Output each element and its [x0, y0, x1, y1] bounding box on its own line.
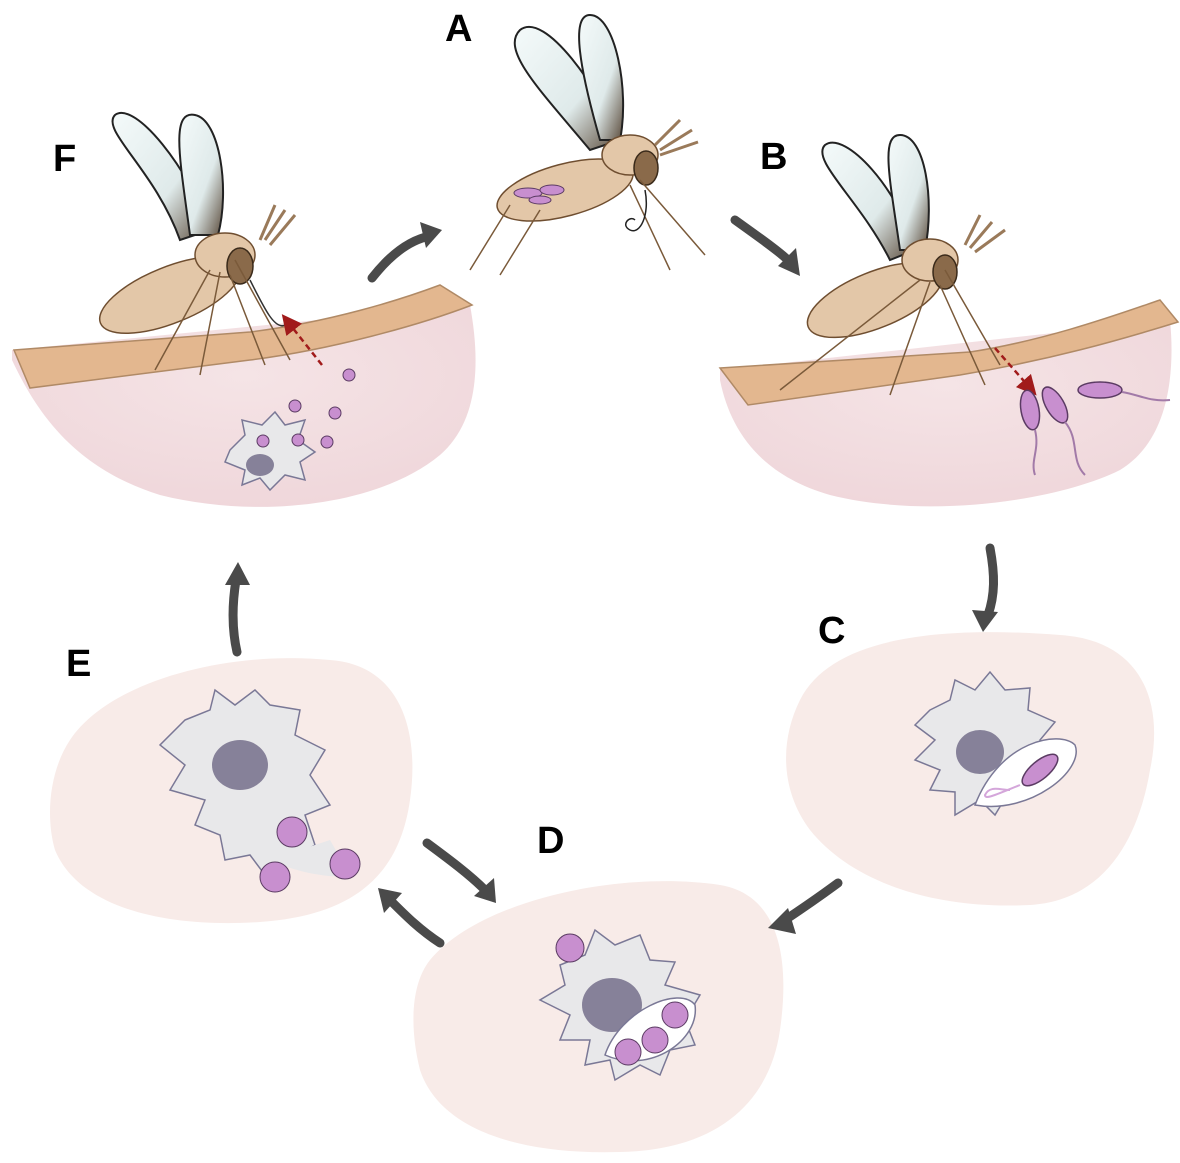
panel-label-f: F — [53, 140, 76, 178]
panel-label-d: D — [537, 822, 564, 860]
panel-label-a: A — [445, 10, 472, 48]
amastigote-icon — [642, 1027, 668, 1053]
cycle-arrow-e-to-d — [427, 843, 485, 890]
amastigote-icon — [615, 1039, 641, 1065]
sand-fly-icon — [470, 15, 705, 275]
cycle-arrow-f-to-a — [372, 236, 430, 278]
panel-label-e: E — [66, 645, 91, 683]
promastigote-icon — [540, 185, 564, 195]
cycle-arrow-b-to-c — [988, 548, 994, 615]
promastigote-icon — [529, 196, 551, 204]
cycle-arrow-d-to-e — [392, 902, 440, 943]
panel-label-b: B — [760, 138, 787, 176]
amastigote-icon — [257, 435, 269, 447]
cycle-arrow-e-to-f — [233, 580, 237, 652]
amastigote-icon — [289, 400, 301, 412]
cycle-arrow-a-to-b — [735, 220, 790, 262]
arrowhead — [225, 562, 250, 585]
amastigote-icon — [260, 862, 290, 892]
amastigote-icon — [321, 436, 333, 448]
arrowhead — [420, 222, 442, 248]
arrowhead — [972, 610, 998, 632]
panel-label-c: C — [818, 612, 845, 650]
amastigote-icon — [343, 369, 355, 381]
amastigote-icon — [662, 1002, 688, 1028]
amastigote-icon — [292, 434, 304, 446]
amastigote-icon — [329, 407, 341, 419]
amastigote-icon — [277, 817, 307, 847]
amastigote-icon — [556, 934, 584, 962]
cycle-arrow-c-to-d — [785, 883, 838, 920]
amastigote-icon — [330, 849, 360, 879]
panel-b-tissue — [720, 300, 1178, 506]
